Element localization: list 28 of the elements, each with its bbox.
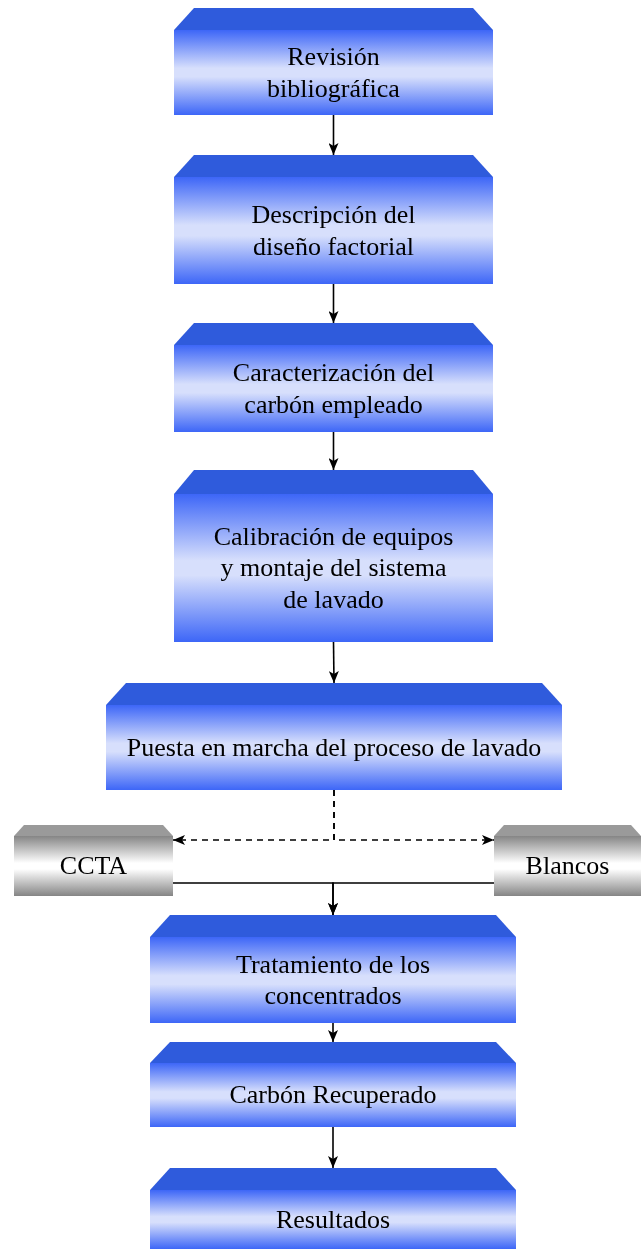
process-box [150, 1042, 516, 1127]
box-label: Blancos [525, 850, 610, 882]
arrow [328, 641, 339, 684]
box-label: Revisión bibliográfica [266, 41, 401, 104]
process-box [14, 825, 173, 896]
box-label: Resultados [275, 1203, 391, 1236]
process-box [174, 470, 493, 642]
box-label: Carbón Recuperado [229, 1079, 437, 1111]
box-label: Descripción del diseño factorial [250, 199, 417, 262]
dashed-arrow [333, 789, 495, 845]
process-box [494, 825, 641, 896]
box-label: Caracterización del carbón empleado [231, 357, 436, 420]
process-box [150, 1168, 516, 1249]
box-label: Puesta en marcha del proceso de lavado [126, 731, 542, 764]
process-box [174, 155, 493, 284]
process-box [150, 915, 516, 1023]
arrow [328, 1126, 338, 1169]
process-box [174, 323, 493, 432]
process-box [174, 8, 493, 115]
arrow [328, 283, 339, 324]
arrow [328, 882, 495, 916]
arrow [328, 1022, 338, 1043]
arrow [328, 114, 339, 156]
box-label: Calibración de equipos y montaje del sistema de lavado [212, 521, 455, 615]
box-label: CCTA [59, 850, 128, 882]
process-box [106, 683, 562, 790]
box-label: Tratamiento de los concentrados [235, 948, 431, 1012]
arrow [328, 431, 339, 471]
